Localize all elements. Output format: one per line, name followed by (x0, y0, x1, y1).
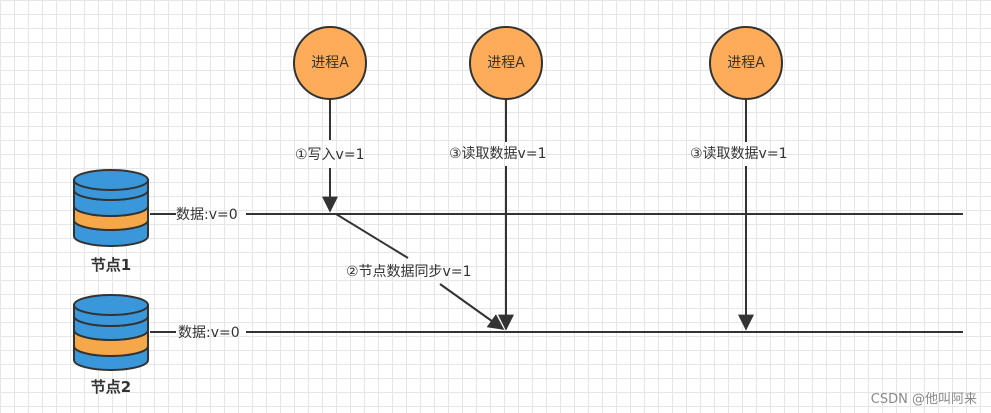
node2-label: 节点2 (90, 378, 132, 396)
sync-arrow-upper (335, 213, 409, 259)
database-icon (73, 294, 149, 371)
process-label-1: 进程A (311, 55, 349, 71)
read-label-2: ③读取数据v=1 (690, 146, 788, 162)
process-label-2: 进程A (487, 55, 525, 71)
read-label-1: ③读取数据v=1 (449, 146, 547, 162)
write-label: ①写入v=1 (295, 147, 365, 163)
process-label-3: 进程A (727, 55, 765, 71)
watermark: CSDN @他叫阿来 (870, 392, 977, 407)
node2-data-label: 数据:v=0 (178, 325, 240, 341)
sync-arrow (439, 283, 505, 330)
database-icon (73, 169, 149, 247)
sync-label: ②节点数据同步v=1 (346, 264, 472, 280)
node1-label: 节点1 (90, 256, 132, 274)
node1-data-label: 数据:v=0 (176, 207, 238, 223)
